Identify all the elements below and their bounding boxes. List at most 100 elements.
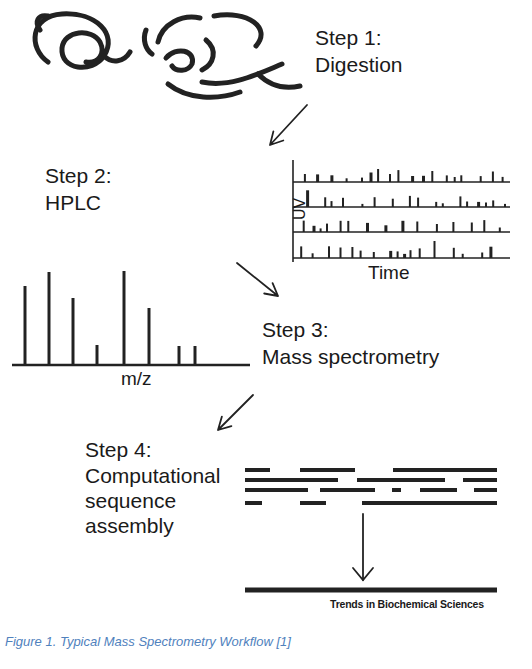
chromatogram-peak: [397, 251, 399, 258]
chromatogram-peak: [316, 174, 319, 182]
read-segment: [463, 478, 497, 482]
step-group: Step 3:Mass spectrometry: [250, 296, 460, 395]
step-number: Step 1:: [315, 24, 382, 51]
flow-arrow: [270, 105, 307, 145]
protein-strand: [37, 16, 48, 30]
chromatogram-peak: [466, 202, 468, 208]
chromatogram-peak: [401, 221, 404, 232]
spectrum-peak: [194, 346, 197, 365]
step-number: Step 4:: [85, 436, 152, 463]
axis-label: UV: [291, 198, 309, 220]
chromatogram-peaks: [300, 169, 506, 258]
sequence-reads: [245, 470, 497, 590]
chromatogram-peak: [483, 220, 485, 232]
chromatogram-peak: [492, 200, 494, 207]
chromatogram-peak: [492, 172, 494, 183]
assembled-sequence: [245, 588, 497, 593]
chromatogram-peak: [462, 254, 464, 258]
read-segment: [245, 488, 308, 492]
chromatogram-peak: [328, 246, 330, 258]
step-name: Mass spectrometry: [262, 343, 439, 370]
chromatogram-peak: [460, 175, 462, 182]
arrow-head: [353, 568, 373, 580]
chromatogram-peak: [346, 178, 348, 182]
spectrum-peak: [178, 346, 181, 365]
spectrum-peak: [96, 345, 99, 365]
chromatogram-peak: [409, 196, 411, 207]
read-segment: [320, 488, 375, 492]
axis-label: Time: [368, 262, 410, 284]
chromatogram-peak: [340, 221, 342, 232]
chromatogram-peak: [312, 253, 314, 258]
chromatogram-peak: [360, 251, 362, 258]
read-segment: [474, 488, 497, 492]
chromatogram-peak: [389, 174, 391, 182]
chromatogram-peak: [342, 198, 344, 207]
axis-label: m/z: [121, 368, 152, 390]
arrow-shaft: [362, 514, 364, 580]
chromatogram-peak: [361, 178, 363, 182]
chromatogram-peak: [377, 169, 379, 182]
chromatogram-peak: [504, 204, 506, 207]
chromatogram-peak: [324, 197, 326, 207]
chromatogram-peak: [453, 248, 455, 258]
step-name: HPLC: [45, 189, 101, 216]
chromatogram-peak: [392, 199, 394, 207]
baseline: [293, 181, 510, 183]
chromatogram-peak: [410, 250, 412, 258]
step-name: Digestion: [315, 51, 403, 78]
figure-caption: Figure 1. Typical Mass Spectrometry Work…: [5, 634, 291, 649]
peptide-fragment: [166, 51, 193, 70]
protein-strand: [35, 14, 108, 67]
peptide-fragment: [158, 17, 200, 42]
chromatogram-peak: [417, 198, 419, 207]
chromatogram-peak: [384, 225, 387, 232]
chromatogram-peak: [304, 174, 306, 182]
chromatogram-peak: [361, 204, 363, 207]
chromatogram-peak: [300, 246, 302, 258]
chromatogram-peak: [370, 173, 373, 183]
step-number: Step 3:: [262, 316, 329, 343]
read-segment: [392, 488, 401, 492]
step-group: Step 2:HPLC: [40, 145, 515, 263]
peptide-fragment: [202, 40, 213, 70]
chromatogram-peak: [442, 203, 444, 207]
chromatogram-peak: [416, 222, 418, 233]
chromatogram-peak: [303, 221, 305, 232]
flow-arrow: [218, 395, 253, 430]
chromatogram-peak: [454, 177, 456, 182]
chromatogram-peak: [373, 252, 375, 258]
chromatogram-peak: [422, 176, 425, 182]
chromatogram-peak: [446, 175, 448, 182]
chromatogram-peak: [389, 251, 392, 258]
read-segment: [245, 478, 338, 482]
chromatogram-peak: [419, 248, 421, 258]
chromatogram-peak: [477, 202, 480, 207]
chromatogram-peak: [485, 203, 487, 208]
spectrum-peak: [24, 286, 27, 365]
chromatogram-peak: [374, 197, 376, 207]
assembly-arrow: [353, 514, 373, 580]
chromatogram-peak: [411, 176, 414, 182]
source-credit: Trends in Biochemical Sciences: [330, 598, 484, 610]
step-name: Computational sequence assembly: [85, 463, 235, 538]
chromatogram-peak: [434, 241, 436, 258]
spectrum-peak: [48, 272, 51, 365]
chromatogram-peak: [351, 247, 353, 258]
read-segment: [420, 488, 457, 492]
chromatogram-peak: [313, 226, 316, 232]
spectrum-peak: [148, 308, 151, 365]
chromatogram-peak: [452, 222, 454, 232]
peptide-fragment: [168, 84, 240, 97]
read-segment: [245, 501, 262, 505]
step-group: Step 1:Digestion: [20, 8, 430, 105]
read-segment: [362, 501, 497, 505]
spectrum-peak: [72, 298, 75, 365]
mass-spectrum: [12, 271, 250, 365]
protein-squiggles: [35, 14, 300, 97]
read-segment: [357, 478, 445, 482]
step-group: Step 4:Computational sequence assembly: [80, 430, 510, 605]
protein-strand: [104, 52, 130, 61]
read-segment: [300, 501, 326, 505]
chromatogram-peak: [480, 176, 482, 182]
